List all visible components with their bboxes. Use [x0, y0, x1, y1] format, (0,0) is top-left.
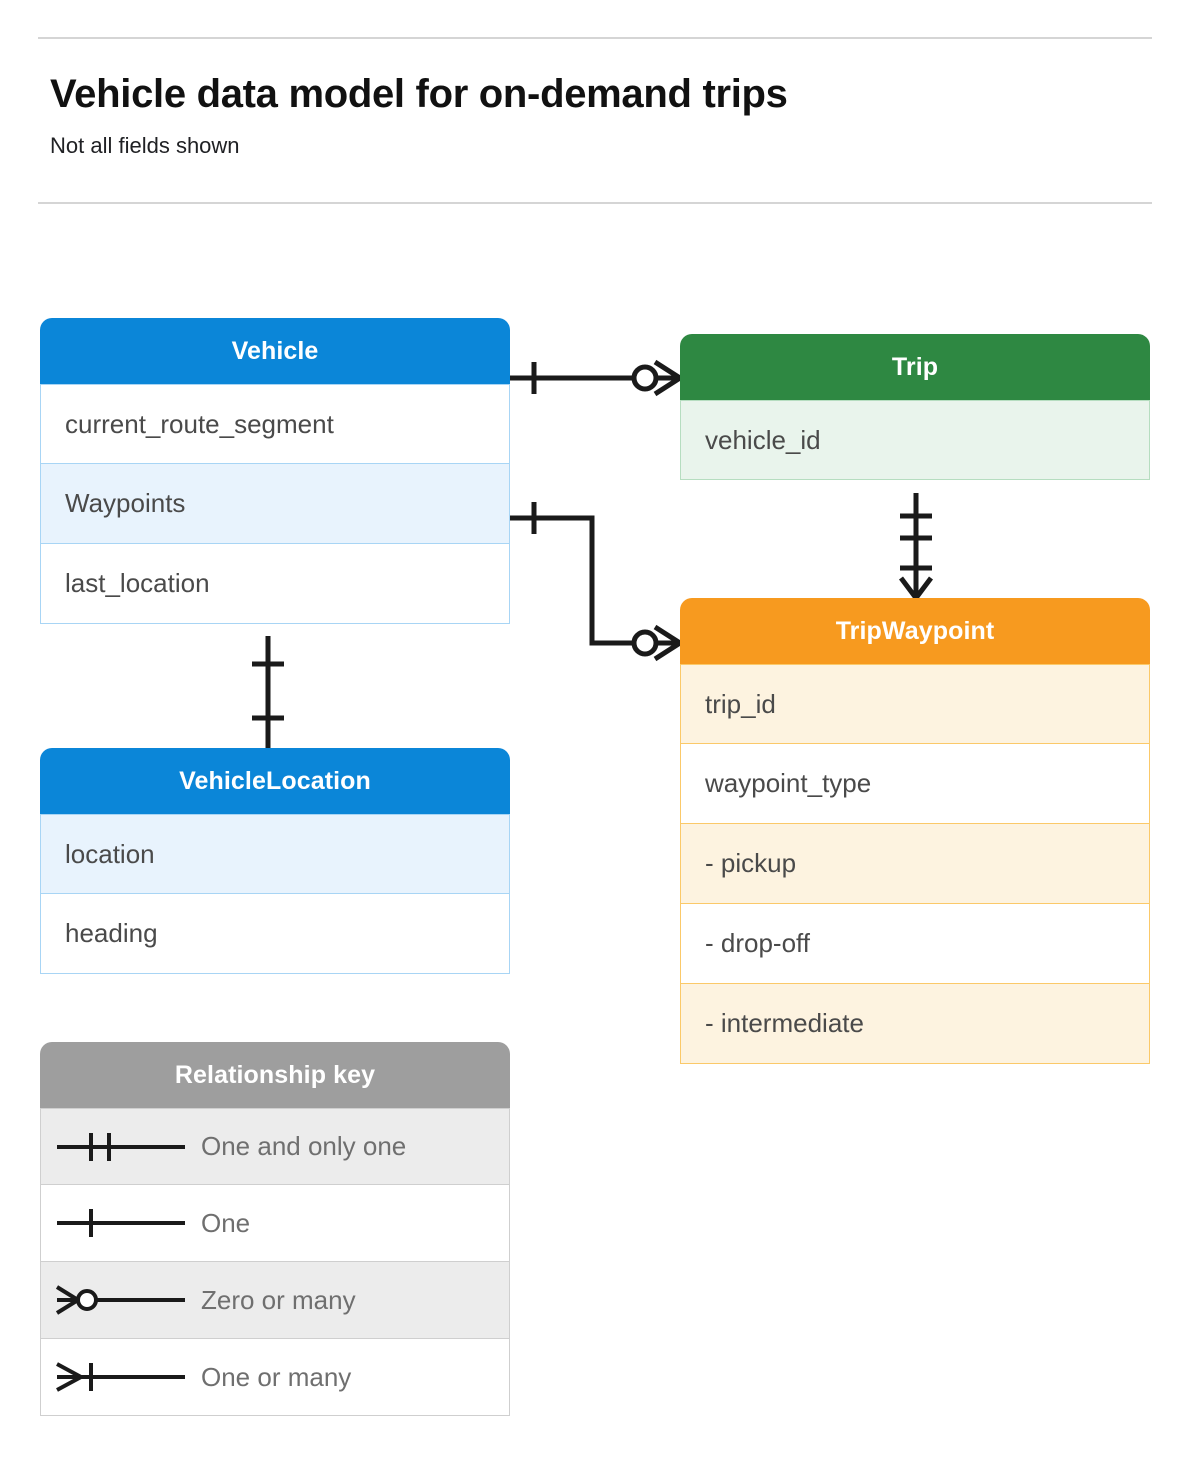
page-title: Vehicle data model for on-demand trips [50, 72, 788, 116]
entity-tripwaypoint-title: TripWaypoint [680, 598, 1150, 664]
legend-row-zero-or-many: Zero or many [40, 1262, 510, 1339]
one-or-many-icon [41, 1357, 201, 1397]
entity-vehiclelocation[interactable]: VehicleLocation location heading [40, 748, 510, 974]
connector-vehicle-vehiclelocation [252, 636, 284, 748]
connector-waypoints-tripwaypoint [510, 502, 682, 662]
entity-vehicle-field-current-route-segment[interactable]: current_route_segment [40, 384, 510, 464]
legend-row-one-or-many: One or many [40, 1339, 510, 1416]
entity-vehiclelocation-title: VehicleLocation [40, 748, 510, 814]
connector-vehicle-trip [510, 359, 682, 397]
entity-tripwaypoint[interactable]: TripWaypoint trip_id waypoint_type - pic… [680, 598, 1150, 1064]
entity-tripwaypoint-enum-drop-off[interactable]: - drop-off [680, 904, 1150, 984]
entity-trip[interactable]: Trip vehicle_id [680, 334, 1150, 480]
legend-row-one-and-only-one: One and only one [40, 1108, 510, 1185]
entity-tripwaypoint-field-waypoint-type[interactable]: waypoint_type [680, 744, 1150, 824]
legend-label-one-and-only-one: One and only one [201, 1131, 407, 1161]
legend-label-zero-or-many: Zero or many [201, 1284, 356, 1315]
legend-label-one-or-many: One or many [201, 1361, 352, 1392]
legend-title: Relationship key [40, 1042, 510, 1108]
entity-vehicle[interactable]: Vehicle current_route_segment Waypoints … [40, 318, 510, 624]
connector-trip-tripwaypoint [899, 493, 933, 600]
one-icon [41, 1203, 201, 1243]
entity-trip-field-vehicle-id[interactable]: vehicle_id [680, 400, 1150, 480]
entity-tripwaypoint-field-trip-id[interactable]: trip_id [680, 664, 1150, 744]
legend-row-one: One [40, 1185, 510, 1262]
zero-or-many-icon [41, 1280, 201, 1320]
entity-vehicle-title: Vehicle [40, 318, 510, 384]
entity-vehiclelocation-field-location[interactable]: location [40, 814, 510, 894]
entity-vehicle-field-last-location[interactable]: last_location [40, 544, 510, 624]
header-divider-top [38, 37, 1152, 39]
entity-tripwaypoint-enum-pickup[interactable]: - pickup [680, 824, 1150, 904]
relationship-key-legend: Relationship key One and only one One [40, 1042, 510, 1416]
page-subtitle: Not all fields shown [50, 133, 240, 158]
entity-tripwaypoint-enum-intermediate[interactable]: - intermediate [680, 984, 1150, 1064]
entity-vehicle-field-waypoints[interactable]: Waypoints [40, 464, 510, 544]
entity-trip-title: Trip [680, 334, 1150, 400]
legend-label-one: One [201, 1207, 251, 1238]
header-divider-bottom [38, 202, 1152, 204]
entity-vehiclelocation-field-heading[interactable]: heading [40, 894, 510, 974]
one-and-only-one-icon [41, 1127, 201, 1167]
